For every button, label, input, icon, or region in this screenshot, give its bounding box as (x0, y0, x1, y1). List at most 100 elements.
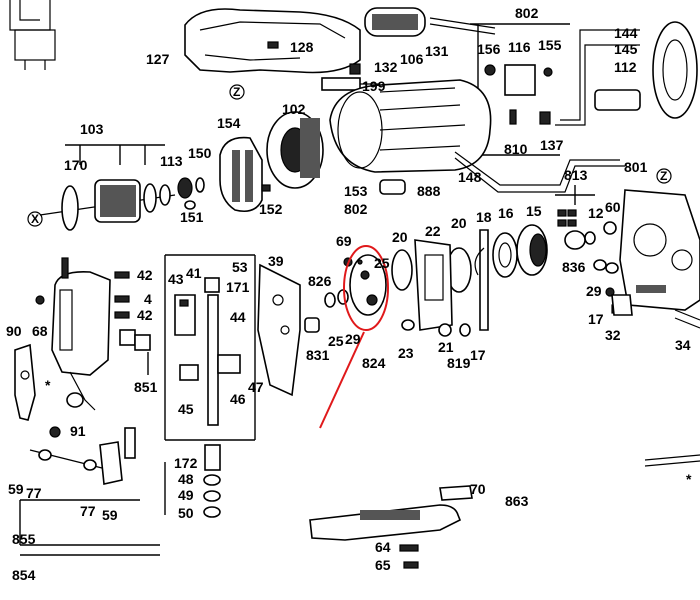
label-113: 113 (160, 153, 183, 169)
clip-32 (611, 294, 633, 316)
label-70: 70 (470, 481, 486, 497)
label-15: 15 (526, 203, 542, 219)
label-39: 39 (268, 253, 284, 269)
handle-106 (364, 7, 426, 37)
pad-851 (119, 329, 151, 375)
label-148: 148 (458, 169, 482, 185)
plunger-housing (51, 257, 111, 411)
label-z2: Z (660, 169, 667, 183)
label-131: 131 (425, 43, 449, 59)
label-53: 53 (232, 259, 248, 275)
clamp-70 (439, 485, 473, 501)
label-171: 171 (226, 279, 250, 295)
backplate-39 (257, 263, 301, 397)
label-20a: 20 (392, 229, 408, 245)
cable-144 (555, 29, 641, 126)
seal-20a (391, 249, 413, 291)
screw-68 (35, 295, 45, 305)
bushing-41 (204, 277, 220, 293)
label-91: 91 (70, 423, 86, 439)
field-housing (329, 79, 492, 173)
label-42b: 42 (137, 307, 153, 323)
label-888: 888 (417, 183, 441, 199)
armature-103 (39, 144, 176, 231)
brush-holder-813 (555, 185, 595, 227)
label-47: 47 (248, 379, 264, 395)
x-marker-circle (27, 211, 43, 227)
fan-holder-154 (219, 136, 263, 213)
label-813: 813 (564, 167, 588, 183)
label-855: 855 (12, 531, 36, 547)
saw-blade (644, 454, 700, 467)
label-25b: 25 (328, 333, 344, 349)
ring-16 (492, 232, 518, 278)
label-44: 44 (230, 309, 246, 325)
screw-29b (605, 287, 615, 297)
bracket-888 (379, 179, 406, 195)
label-68: 68 (32, 323, 48, 339)
label-851: 851 (134, 379, 158, 395)
spindle-44 (207, 294, 219, 426)
label-45: 45 (178, 401, 194, 417)
screws-34 (674, 309, 700, 329)
screw-60 (603, 221, 617, 235)
label-29b: 29 (586, 283, 602, 299)
motor-housing-right (652, 21, 698, 119)
label-22: 22 (425, 223, 441, 239)
label-199: 199 (362, 78, 386, 94)
washer-21 (438, 323, 452, 337)
wiring-schematic (9, 0, 56, 70)
eccentric-25 (349, 254, 387, 316)
label-127: 127 (146, 51, 170, 67)
label-17: 17 (470, 347, 486, 363)
label-819: 819 (447, 355, 471, 371)
label-59a: 59 (8, 481, 24, 497)
clip-132 (349, 63, 361, 75)
label-x: X (31, 212, 39, 226)
bearing-113 (177, 177, 193, 199)
label-star: * (45, 377, 51, 393)
label-156: 156 (477, 41, 501, 57)
label-77b: 77 (80, 503, 96, 519)
block-45 (179, 364, 199, 381)
gear-15 (516, 224, 548, 276)
block-46 (217, 354, 241, 374)
housing-cover-part (184, 8, 361, 74)
screw-65 (403, 561, 419, 569)
label-46: 46 (230, 391, 246, 407)
plunger-block-43 (174, 294, 196, 336)
label-831: 831 (306, 347, 330, 363)
label-802a: 802 (515, 5, 539, 21)
label-49: 49 (178, 487, 194, 503)
label-20b: 20 (451, 215, 467, 231)
label-41: 41 (186, 265, 202, 281)
label-43: 43 (168, 271, 184, 287)
label-112: 112 (614, 59, 637, 75)
label-152: 152 (259, 201, 283, 217)
label-802b: 802 (344, 201, 368, 217)
screw-152 (261, 184, 271, 192)
highlight-pointer (319, 331, 365, 429)
screw-128 (267, 41, 279, 49)
label-42a: 42 (137, 267, 153, 283)
washer-836 (593, 259, 619, 274)
label-17b: 17 (588, 311, 604, 327)
rod-131 (429, 17, 496, 35)
bearing-12 (564, 230, 596, 250)
bracket-group-171 (164, 254, 256, 441)
label-801: 801 (624, 159, 648, 175)
label-64: 64 (375, 539, 391, 555)
spring-42a (114, 271, 130, 279)
label-836: 836 (562, 259, 586, 275)
label-z1: Z (233, 85, 240, 99)
label-103: 103 (80, 121, 104, 137)
label-170: 170 (64, 157, 88, 173)
label-32: 32 (605, 327, 621, 343)
label-34: 34 (675, 337, 691, 353)
pin-23 (401, 319, 415, 331)
label-151: 151 (180, 209, 204, 225)
switch-assembly (470, 23, 570, 156)
base-plate-863 (309, 504, 462, 541)
label-65: 65 (375, 557, 391, 573)
